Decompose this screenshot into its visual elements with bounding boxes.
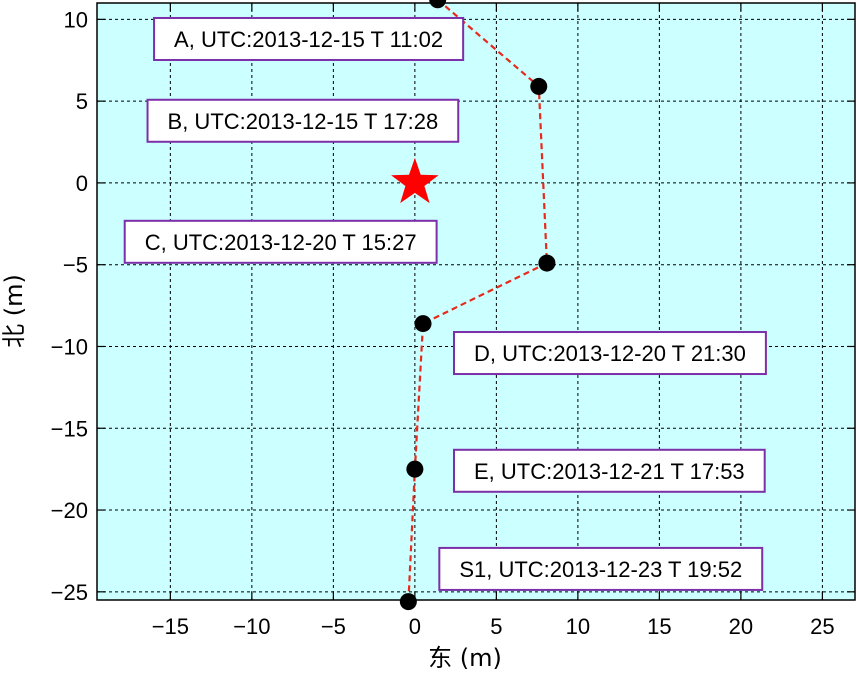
annotation-text: D, UTC:2013-12-20 T 21:30: [474, 341, 746, 366]
x-tick-label: 10: [566, 614, 590, 639]
y-tick-label: 10: [64, 7, 88, 32]
x-tick-label: 5: [490, 614, 502, 639]
annotation-box: [123, 219, 438, 264]
series-line: [407, 0, 549, 602]
y-tick-label: −15: [51, 416, 88, 441]
data-point: [538, 254, 556, 272]
annotation-box: [146, 98, 460, 143]
annotation-box: [452, 448, 766, 493]
annotation-text: A, UTC:2013-12-15 T 11:02: [174, 27, 443, 52]
annotation-text: S1, UTC:2013-12-23 T 19:52: [459, 557, 742, 582]
star-icon: [391, 157, 439, 204]
x-tick-label: −10: [233, 614, 270, 639]
x-tick-label: 20: [729, 614, 753, 639]
annotation-label: E, UTC:2013-12-21 T 17:53: [452, 448, 766, 493]
data-point: [406, 460, 424, 478]
data-point: [399, 593, 417, 611]
y-tick-label: −5: [63, 253, 88, 278]
data-points: [399, 0, 556, 611]
y-tick-label: −20: [51, 498, 88, 523]
annotation-label: A, UTC:2013-12-15 T 11:02: [153, 16, 465, 61]
annotation-box: [438, 546, 764, 591]
x-ticks: −15 −10 −5 0 5 10 15 20 25: [152, 3, 835, 639]
x-axis-title: 东 (m): [428, 644, 502, 672]
annotations: A, UTC:2013-12-15 T 11:02 B, UTC:2013-12-…: [123, 16, 767, 591]
annotation-text: B, UTC:2013-12-15 T 17:28: [168, 109, 439, 134]
data-line: [407, 0, 549, 602]
plot-frame: [96, 2, 856, 601]
data-point: [530, 77, 548, 95]
x-tick-label: −15: [152, 614, 189, 639]
x-tick-label: −5: [321, 614, 346, 639]
annotation-text: E, UTC:2013-12-21 T 17:53: [474, 459, 745, 484]
annotation-label: S1, UTC:2013-12-23 T 19:52: [438, 546, 764, 591]
x-tick-label: 15: [647, 614, 671, 639]
star-marker: [391, 157, 439, 204]
y-ticks: −25 −20 −15 −10 −5 0 5 10: [51, 7, 855, 605]
annotation-box: [153, 16, 465, 61]
x-tick-label: 25: [810, 614, 834, 639]
annotation-label: D, UTC:2013-12-20 T 21:30: [452, 331, 767, 376]
y-axis-title: 北 (m): [0, 274, 28, 348]
y-tick-label: 0: [76, 171, 88, 196]
y-tick-label: −25: [51, 580, 88, 605]
x-tick-label: 0: [409, 614, 421, 639]
annotation-text: C, UTC:2013-12-20 T 15:27: [145, 230, 417, 255]
annotation-box: [452, 331, 767, 376]
annotation-label: C, UTC:2013-12-20 T 15:27: [123, 219, 438, 264]
data-point: [429, 0, 447, 9]
annotation-label: B, UTC:2013-12-15 T 17:28: [146, 98, 460, 143]
y-tick-label: 5: [76, 89, 88, 114]
y-tick-label: −10: [51, 334, 88, 359]
data-point: [414, 315, 432, 333]
